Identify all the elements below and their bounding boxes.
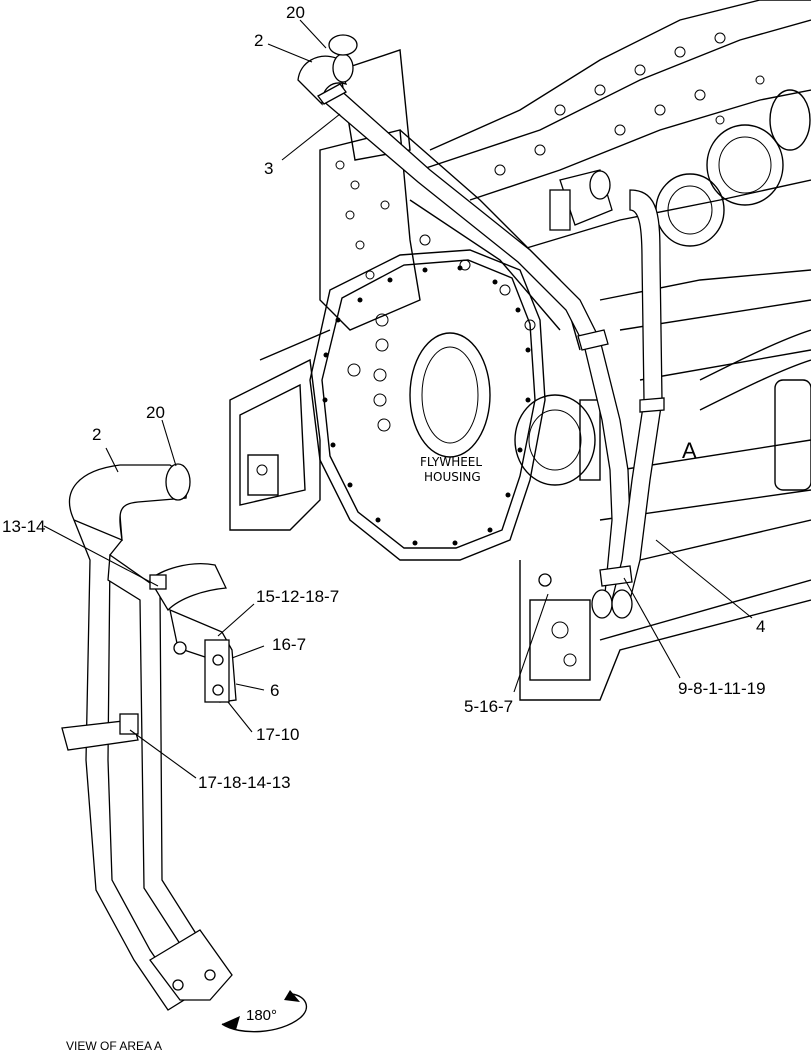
callout-4: 4 <box>756 617 765 636</box>
callout-20-top: 20 <box>286 3 305 22</box>
callout-15-12-18-7: 15-12-18-7 <box>256 587 339 606</box>
area-a-marker: A <box>682 438 697 463</box>
callout-5-16-7: 5-16-7 <box>464 697 513 716</box>
pipe-3 <box>297 34 631 605</box>
view-area-a <box>61 463 237 1011</box>
callout-20-view: 20 <box>146 403 165 422</box>
callout-6: 6 <box>270 681 279 700</box>
pipe-4 <box>538 169 665 619</box>
flywheel-housing <box>309 249 601 561</box>
view-of-area-label: VIEW OF AREA A <box>66 1039 162 1053</box>
gear-housing <box>319 49 581 351</box>
callout-13-14: 13-14 <box>2 517 45 536</box>
rotation-label: 180° <box>246 1007 277 1024</box>
rotation-arrow-icon <box>221 990 308 1033</box>
flywheel-label-line1: FLYWHEEL <box>420 455 482 469</box>
callout-16-7: 16-7 <box>272 635 306 654</box>
callout-2-top: 2 <box>254 31 263 50</box>
engine-mount <box>229 329 331 531</box>
callout-9-8-1-11-19: 9-8-1-11-19 <box>678 679 766 698</box>
leader-lines <box>43 19 753 779</box>
callout-17-10: 17-10 <box>256 725 299 744</box>
callout-17-18-14-13: 17-18-14-13 <box>198 773 291 792</box>
flywheel-label-line2: HOUSING <box>424 470 481 484</box>
callout-2-view: 2 <box>92 425 101 444</box>
callout-3: 3 <box>264 159 273 178</box>
